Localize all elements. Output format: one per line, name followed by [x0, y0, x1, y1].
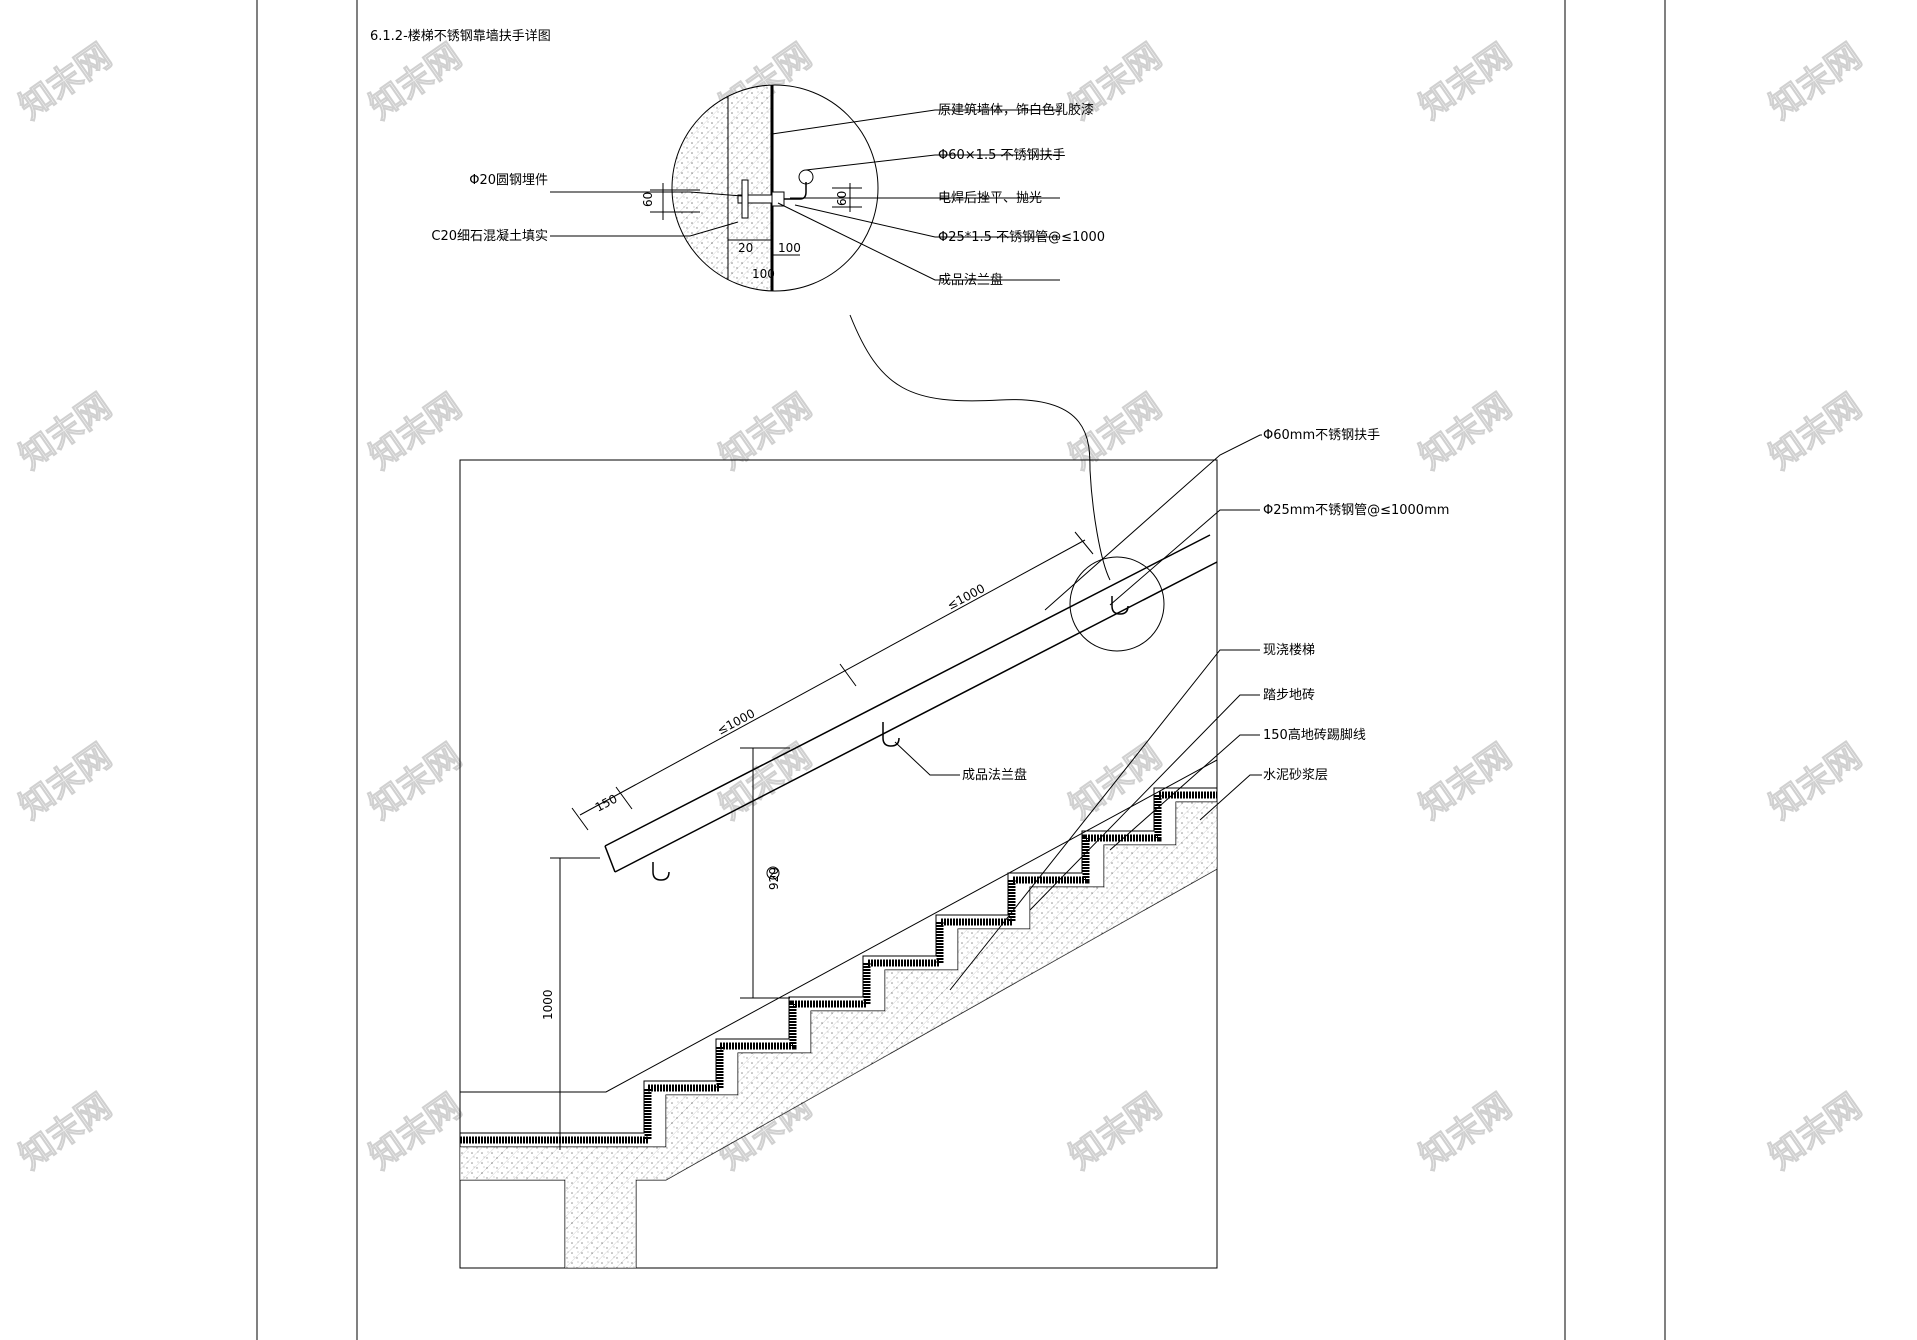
- label-skirting: 150高地砖踢脚线: [1263, 727, 1366, 743]
- flange-plate: [771, 191, 785, 207]
- dim-le1000-upper: ≤1000: [945, 581, 987, 612]
- watermark: 知末网: [362, 1086, 468, 1177]
- dim-150: 150: [593, 792, 620, 815]
- bracket-2: [882, 722, 900, 747]
- label-steel-rod: Φ20圆钢埋件: [469, 173, 548, 188]
- watermark: 知末网: [1412, 1086, 1518, 1177]
- watermark: 知末网: [1762, 36, 1868, 127]
- stair-section: 150 ≤1000 ≤1000 920 2 1000 Φ60mm不锈钢扶手 Φ2…: [459, 428, 1449, 1269]
- label-wall-finish: 原建筑墙体，饰白色乳胶漆: [938, 102, 1094, 118]
- dim-100: 100: [778, 241, 801, 255]
- dim-1000: 1000: [541, 989, 555, 1020]
- dim-60-left: 60: [641, 192, 655, 207]
- watermark: 知末网: [1062, 1086, 1168, 1177]
- handrail-bottom-edge: [614, 561, 1218, 873]
- detail-circle: [671, 84, 879, 292]
- watermark: 知末网: [12, 386, 118, 477]
- label-pipe-25: Φ25*1.5 不锈钢管@≤1000: [938, 230, 1105, 245]
- watermark: 知末网: [12, 36, 118, 127]
- bracket-3: [1111, 596, 1129, 615]
- watermark: 知末网: [362, 36, 468, 127]
- watermark: 知末网: [362, 736, 468, 827]
- marker-number: 2: [769, 866, 777, 880]
- support-pipe: [784, 182, 807, 200]
- label-handrail-60: Φ60×1.5 不锈钢扶手: [938, 148, 1065, 163]
- watermark: 知末网: [1412, 386, 1518, 477]
- label-concrete-fill: C20细石混凝土填实: [431, 228, 548, 244]
- handrail-detail: 60 60 20 100 100 原建筑墙体，饰白色乳胶漆 Φ60×1.5 不锈…: [431, 84, 1105, 292]
- watermark: 知末网: [1412, 36, 1518, 127]
- label-handrail-section: Φ60mm不锈钢扶手: [1263, 428, 1380, 443]
- detail-connector: [849, 314, 1111, 581]
- dim-100-lower: 100: [752, 267, 775, 281]
- label-weld-polish: 电焊后挫平、抛光: [938, 190, 1042, 206]
- dim-le1000-lower: ≤1000: [715, 706, 757, 737]
- watermark: 知末网: [1762, 1086, 1868, 1177]
- dim-20: 20: [738, 241, 753, 255]
- watermark: 知末网: [1412, 736, 1518, 827]
- skirting-line: [460, 759, 1218, 1093]
- tile-layer: [460, 791, 1217, 1144]
- watermark: 知末网: [1062, 386, 1168, 477]
- drawing-title: 6.1.2-楼梯不锈钢靠墙扶手详图: [370, 29, 551, 44]
- label-cast-stair: 现浇楼梯: [1263, 643, 1315, 658]
- watermark: 知末网: [1762, 386, 1868, 477]
- handrail-tube: [798, 169, 814, 185]
- detail-callout-circle: [1069, 556, 1165, 652]
- sheet-frame: [256, 0, 1666, 1340]
- watermark: 知末网: [12, 736, 118, 827]
- watermark: 知末网: [1762, 736, 1868, 827]
- label-step-tile: 踏步地砖: [1263, 688, 1315, 703]
- watermark: 知末网: [712, 386, 818, 477]
- watermark: 知末网: [12, 1086, 118, 1177]
- handrail-top-edge: [604, 534, 1211, 847]
- rail-dim-line: [579, 539, 1086, 816]
- label-flange-section: 成品法兰盘: [962, 767, 1027, 783]
- label-pipe-section: Φ25mm不锈钢管@≤1000mm: [1263, 503, 1449, 518]
- label-mortar: 水泥砂浆层: [1263, 768, 1328, 783]
- bracket-1: [652, 862, 670, 881]
- marker-circle: [766, 866, 780, 880]
- label-flange-detail: 成品法兰盘: [938, 272, 1003, 288]
- watermark: 知末网: [362, 386, 468, 477]
